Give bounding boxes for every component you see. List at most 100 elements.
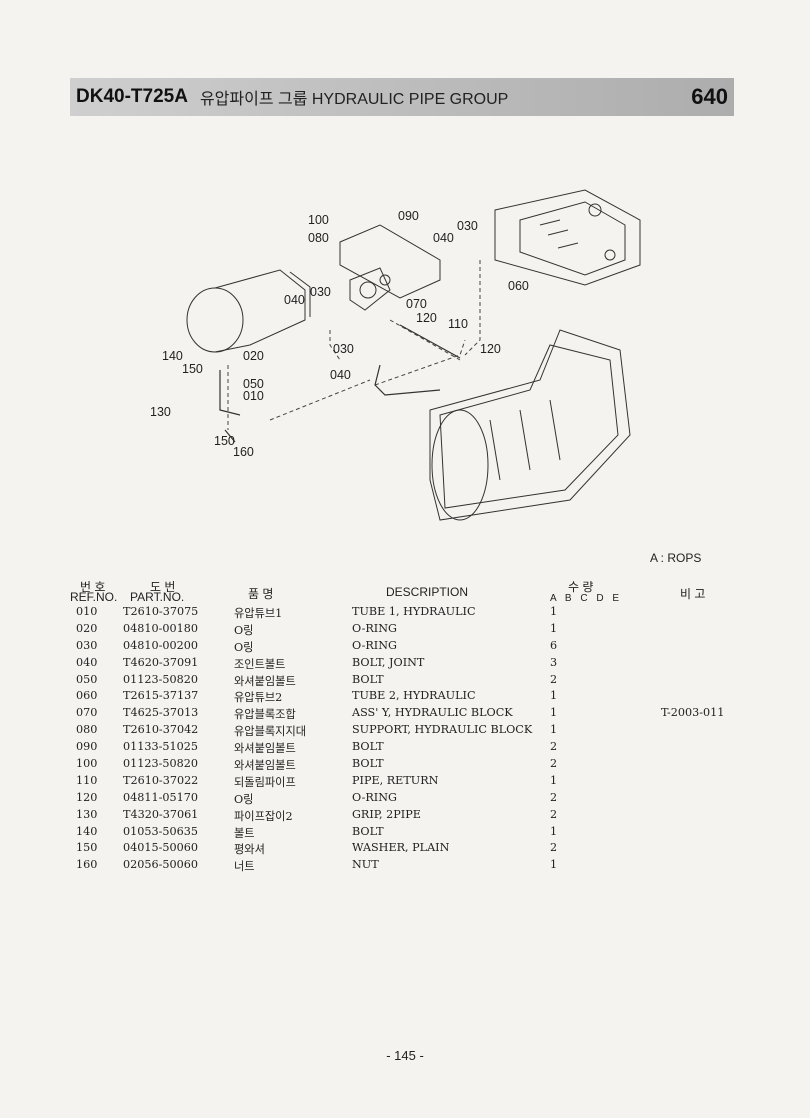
callout-label: 100 <box>308 213 329 227</box>
ref-no: 080 <box>76 723 98 737</box>
description: SUPPORT, HYDRAULIC BLOCK <box>352 723 533 737</box>
korean-name: O링 <box>234 640 254 654</box>
quantity: 2 <box>550 757 558 771</box>
ref-no: 020 <box>76 621 98 635</box>
part-no: 01053-50635 <box>123 824 198 838</box>
callout-label: 030 <box>457 219 478 233</box>
quantity: 1 <box>550 773 558 787</box>
quantity: 1 <box>550 858 558 872</box>
callout-label: 140 <box>162 349 183 363</box>
ref-no: 010 <box>76 605 98 618</box>
callout-label: 130 <box>150 405 171 419</box>
callout-label: 040 <box>330 368 351 382</box>
part-no: 02056-50060 <box>123 858 198 872</box>
header-name-kr: 품 명 <box>248 587 274 601</box>
transmission-housing-drawing <box>429 329 631 521</box>
group-title: 유압파이프 그룹 HYDRAULIC PIPE GROUP <box>199 91 509 108</box>
callout-label: 010 <box>243 389 264 403</box>
description: PIPE, RETURN <box>352 773 439 787</box>
engine-drawing <box>494 189 641 286</box>
korean-name: 조인트볼트 <box>234 657 286 671</box>
part-no: 04811-05170 <box>123 790 198 804</box>
header-part-en: PART.NO. <box>130 590 185 604</box>
description: BOLT, JOINT <box>352 655 425 669</box>
korean-name: 유압블록조합 <box>234 708 296 722</box>
quantity: 1 <box>550 605 558 618</box>
header-ref-kr: 번 호 <box>80 580 106 594</box>
description: TUBE 2, HYDRAULIC <box>352 689 476 703</box>
quantity: 1 <box>550 824 558 838</box>
description: O-RING <box>352 621 397 635</box>
model-number: DK40-T725A <box>76 86 188 107</box>
part-no: T4320-37061 <box>123 807 199 821</box>
header-qty-kr: 수 량 <box>568 580 594 594</box>
description: WASHER, PLAIN <box>352 841 450 855</box>
table-row: 130 T4320-37061 파이프잡이2 GRIP, 2PIPE 2 <box>70 808 750 825</box>
quantity: 1 <box>550 621 558 635</box>
korean-name: 유압튜브1 <box>234 607 283 620</box>
description: GRIP, 2PIPE <box>352 807 421 821</box>
callout-label: 040 <box>284 293 305 307</box>
korean-name: 와셔붙임볼트 <box>234 759 296 773</box>
ref-no: 060 <box>76 689 98 703</box>
korean-name: 되돌림파이프 <box>234 775 296 789</box>
header-ref-en: REF.NO. <box>70 590 118 604</box>
callout-label: 120 <box>416 311 437 325</box>
quantity: 1 <box>550 723 558 737</box>
part-callouts: 100 090 080 030 040 060 040 030 070 120 … <box>150 209 529 459</box>
callout-label: 040 <box>433 231 454 245</box>
callout-label: 150 <box>182 362 203 376</box>
page-number: - 145 - <box>386 1048 424 1063</box>
callout-label: 030 <box>310 285 331 299</box>
part-no: T2610-37022 <box>123 773 199 787</box>
ref-no: 120 <box>76 790 98 804</box>
pipe-lines <box>227 260 481 430</box>
callout-label: 060 <box>508 279 529 293</box>
header-description: DESCRIPTION <box>386 585 469 599</box>
callout-label: 020 <box>243 349 264 363</box>
korean-name: 와셔붙임볼트 <box>234 674 296 688</box>
korean-name: 파이프잡이2 <box>234 809 293 823</box>
callout-label: 110 <box>448 317 468 331</box>
description: BOLT <box>352 740 384 754</box>
description: BOLT <box>352 824 384 838</box>
group-number: 640 <box>691 84 728 109</box>
callout-label: 030 <box>333 342 354 356</box>
rops-note: A : ROPS <box>650 551 702 565</box>
callout-label: 150 <box>214 434 235 448</box>
exploded-parts-diagram: 100 090 080 030 040 060 040 030 070 120 … <box>150 189 641 521</box>
quantity: 2 <box>550 790 558 804</box>
part-no: T4620-37091 <box>123 655 199 669</box>
callout-label: 090 <box>398 209 419 223</box>
description: ASS' Y, HYDRAULIC BLOCK <box>352 706 513 720</box>
ref-no: 130 <box>76 807 98 821</box>
korean-name: 와셔붙임볼트 <box>234 742 296 756</box>
ref-no: 150 <box>76 841 98 855</box>
table-row: 020 04810-00180 O링 O-RING 1 <box>70 622 750 639</box>
quantity: 3 <box>550 655 558 669</box>
korean-name: O링 <box>234 792 254 806</box>
korean-name: 볼트 <box>234 826 255 840</box>
page-header: DK40-T725A 유압파이프 그룹 HYDRAULIC PIPE GROUP… <box>70 78 734 116</box>
korean-name: 유압튜브2 <box>234 691 283 705</box>
description: BOLT <box>352 757 384 771</box>
part-no: 04810-00180 <box>123 621 198 635</box>
callout-label: 050 <box>243 377 264 391</box>
quantity: 2 <box>550 841 558 855</box>
korean-name: O링 <box>234 623 254 637</box>
quantity: 2 <box>550 807 558 821</box>
quantity: 6 <box>550 638 558 652</box>
part-no: T2615-37137 <box>123 689 199 703</box>
quantity: 2 <box>550 672 558 686</box>
part-no: T2610-37042 <box>123 723 199 737</box>
ref-no: 140 <box>76 824 98 838</box>
table-row: 080 T2610-37042 유압블록지지대 SUPPORT, HYDRAULIC … <box>70 723 750 740</box>
korean-name: 유압블록지지대 <box>234 725 307 739</box>
